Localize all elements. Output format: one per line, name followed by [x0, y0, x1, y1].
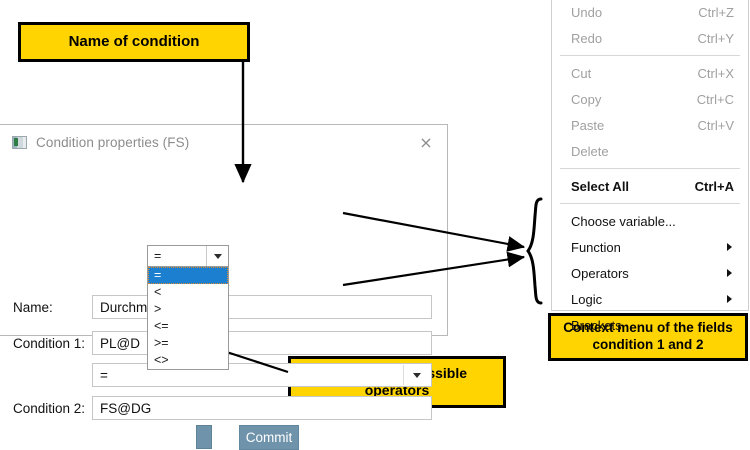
callout-name-of-condition-label: Name of condition [68, 32, 200, 50]
condition1-input[interactable]: PL@D [92, 331, 432, 355]
operator-option[interactable]: <> [154, 353, 169, 367]
chevron-right-icon [727, 295, 732, 303]
operator-combobox[interactable]: = [92, 363, 432, 387]
menu-item-brackets[interactable]: Brackets [552, 312, 748, 338]
chevron-right-icon [727, 269, 732, 277]
menu-item-shortcut: Ctrl+Z [698, 4, 734, 20]
menu-item-shortcut: Ctrl+C [696, 91, 734, 107]
dialog-titlebar: Condition properties (FS) [0, 125, 447, 159]
dialog-title: Condition properties (FS) [36, 134, 190, 150]
menu-item-shortcut: Ctrl+A [694, 178, 734, 194]
menu-item-label: Paste [571, 117, 605, 133]
operator-dropdown-combobox[interactable]: = [147, 245, 229, 267]
callout-context-menu: Context menu of the fields condition 1 a… [548, 313, 748, 361]
name-label: Name: [13, 300, 53, 315]
menu-item-label: Undo [571, 4, 603, 20]
menu-item-label: Brackets [571, 317, 622, 333]
commit-button[interactable]: Commit [239, 425, 299, 450]
menu-item-label: Redo [571, 30, 603, 46]
menu-item-copy: Copy Ctrl+C [552, 86, 748, 112]
callout-context-menu-line1: Context menu of the fields [563, 320, 733, 336]
chevron-right-icon [727, 243, 732, 251]
condition1-label: Condition 1: [13, 336, 86, 351]
callout-context-menu-line2: condition 1 and 2 [592, 337, 704, 352]
secondary-button[interactable] [196, 425, 212, 449]
menu-item-select-all[interactable]: Select All Ctrl+A [552, 173, 748, 199]
close-icon[interactable]: × [419, 133, 433, 152]
operator-dropdown-list[interactable]: =<><=>=<> [147, 266, 229, 370]
condition2-input[interactable]: FS@DG [92, 396, 432, 420]
chevron-down-icon[interactable] [403, 365, 430, 385]
window-icon [12, 135, 27, 149]
menu-item-label: Function [571, 239, 621, 255]
menu-item-cut: Cut Ctrl+X [552, 60, 748, 86]
menu-item-label: Choose variable... [571, 213, 676, 229]
operator-option[interactable]: <= [154, 319, 169, 333]
operator-option[interactable]: < [154, 285, 162, 299]
operator-option[interactable]: > [154, 302, 162, 316]
menu-item-label: Cut [571, 65, 592, 81]
menu-item-operators[interactable]: Operators [552, 260, 748, 286]
menu-separator [560, 55, 740, 56]
name-input[interactable]: Durchmesser [92, 295, 432, 319]
menu-item-label: Operators [571, 265, 629, 281]
operator-option[interactable]: = [148, 267, 228, 284]
menu-item-shortcut: Ctrl+Y [697, 30, 734, 46]
menu-item-label: Logic [571, 291, 603, 307]
context-menu[interactable]: Undo Ctrl+Z Redo Ctrl+Y Cut Ctrl+X Copy Ctrl+C P… [551, 0, 749, 333]
menu-item-paste: Paste Ctrl+V [552, 112, 748, 138]
operator-option[interactable]: >= [154, 336, 169, 350]
menu-item-function[interactable]: Function [552, 234, 748, 260]
menu-separator [560, 203, 740, 204]
operator-combobox-value: = [100, 367, 108, 383]
operator-dropdown-selected-value: = [154, 249, 162, 263]
menu-item-choose-variable[interactable]: Choose variable... [552, 208, 748, 234]
chevron-down-icon[interactable] [206, 246, 228, 266]
curly-brace [526, 197, 543, 305]
menu-item-label: Copy [571, 91, 602, 107]
menu-item-logic[interactable]: Logic [552, 286, 748, 312]
callout-name-of-condition: Name of condition [18, 22, 250, 62]
menu-separator [560, 168, 740, 169]
menu-item-shortcut: Ctrl+X [697, 65, 734, 81]
menu-item-redo: Redo Ctrl+Y [552, 25, 748, 51]
menu-item-label: Delete [571, 143, 609, 159]
menu-item-delete: Delete [552, 138, 748, 164]
menu-item-undo: Undo Ctrl+Z [552, 0, 748, 25]
menu-item-label: Select All [571, 178, 630, 194]
condition2-label: Condition 2: [13, 401, 86, 416]
menu-item-shortcut: Ctrl+V [697, 117, 734, 133]
